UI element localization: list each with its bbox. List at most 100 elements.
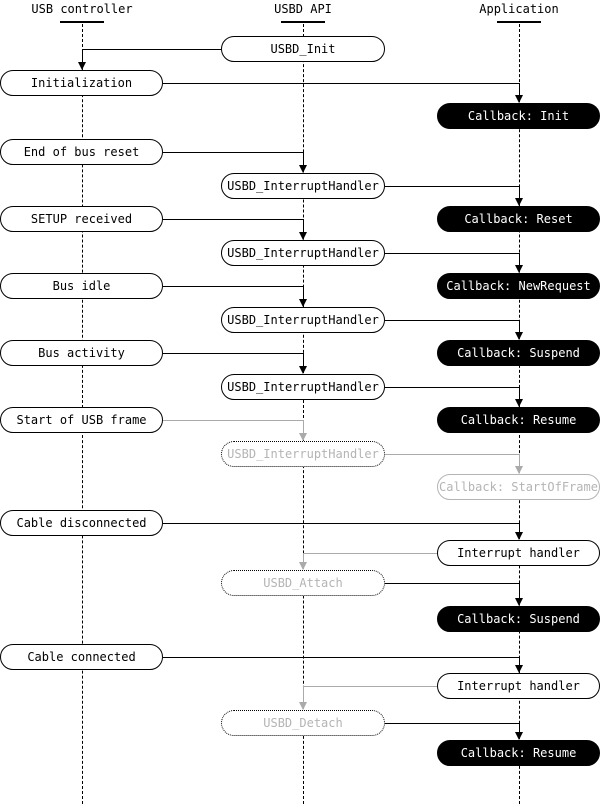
message-arrowhead-m06 xyxy=(515,265,523,273)
message-vertical-m03 xyxy=(303,152,304,172)
message-arrowhead-m13 xyxy=(515,532,523,540)
message-arrowhead-m05 xyxy=(299,232,307,240)
node-usbd-attach[interactable]: USBD_Attach xyxy=(221,570,385,596)
node-irq-handler-3[interactable]: USBD_InterruptHandler xyxy=(221,307,385,333)
node-label: USBD_InterruptHandler xyxy=(227,179,379,193)
message-vertical-m08 xyxy=(519,320,520,339)
node-callback-newrequest[interactable]: Callback: NewRequest xyxy=(437,273,600,299)
actor-label-usb-controller: USB controller xyxy=(31,2,133,16)
message-horizontal-m12 xyxy=(385,454,519,455)
node-irq-handler-2[interactable]: USBD_InterruptHandler xyxy=(221,240,385,266)
message-vertical-m09 xyxy=(303,353,304,373)
node-label: USBD_InterruptHandler xyxy=(227,447,379,461)
message-arrowhead-m18 xyxy=(515,732,523,740)
message-vertical-m13 xyxy=(519,523,520,539)
message-arrowhead-m12 xyxy=(515,466,523,474)
node-label: Interrupt handler xyxy=(457,546,580,560)
message-arrowhead-m16 xyxy=(515,665,523,673)
message-vertical-m07 xyxy=(303,286,304,306)
message-arrowhead-m08 xyxy=(515,332,523,340)
message-horizontal-m13 xyxy=(163,523,519,524)
node-interrupt-handler-1[interactable]: Interrupt handler xyxy=(437,540,600,566)
node-label: Cable connected xyxy=(27,650,136,664)
message-vertical-m14 xyxy=(303,553,304,569)
message-horizontal-m08 xyxy=(385,320,519,321)
node-irq-handler-4[interactable]: USBD_InterruptHandler xyxy=(221,374,385,400)
message-horizontal-m09 xyxy=(163,353,303,354)
node-label: Callback: Suspend xyxy=(457,612,580,626)
node-label: End of bus reset xyxy=(23,145,140,159)
message-arrowhead-m17 xyxy=(299,702,307,710)
message-vertical-m06 xyxy=(519,253,520,272)
node-callback-suspend-1[interactable]: Callback: Suspend xyxy=(437,340,600,366)
node-callback-suspend-2[interactable]: Callback: Suspend xyxy=(437,606,600,632)
actor-bar-application xyxy=(497,21,541,23)
node-cable-connected[interactable]: Cable connected xyxy=(0,644,163,670)
node-irq-handler-5[interactable]: USBD_InterruptHandler xyxy=(221,441,385,467)
node-label: Callback: StartOfFrame xyxy=(439,480,598,494)
lifeline-usbd-api xyxy=(303,24,304,804)
message-arrowhead-m10 xyxy=(515,399,523,407)
node-callback-reset[interactable]: Callback: Reset xyxy=(437,206,600,232)
node-label: Bus activity xyxy=(38,346,125,360)
node-label: SETUP received xyxy=(30,212,133,226)
message-vertical-m02 xyxy=(519,83,520,102)
message-horizontal-m14 xyxy=(303,553,437,554)
node-label: USBD_InterruptHandler xyxy=(227,380,379,394)
node-start-of-usb-frame[interactable]: Start of USB frame xyxy=(0,407,163,433)
node-interrupt-handler-2[interactable]: Interrupt handler xyxy=(437,673,600,699)
message-vertical-m15 xyxy=(519,583,520,605)
message-horizontal-m11 xyxy=(163,420,303,421)
message-arrowhead-m09 xyxy=(299,366,307,374)
message-arrowhead-m14 xyxy=(299,562,307,570)
node-callback-resume-2[interactable]: Callback: Resume xyxy=(437,740,600,766)
node-bus-idle[interactable]: Bus idle xyxy=(0,273,163,299)
message-vertical-m18 xyxy=(519,723,520,739)
message-horizontal-m10 xyxy=(385,387,519,388)
node-setup-received[interactable]: SETUP received xyxy=(0,206,163,232)
message-arrowhead-m01 xyxy=(78,62,86,70)
actor-bar-usb-controller xyxy=(60,21,104,23)
message-vertical-m10 xyxy=(519,387,520,406)
node-cable-disconnected[interactable]: Cable disconnected xyxy=(0,510,163,536)
node-label: Start of USB frame xyxy=(16,413,147,427)
node-label: Callback: Suspend xyxy=(457,346,580,360)
node-irq-handler-1[interactable]: USBD_InterruptHandler xyxy=(221,173,385,199)
message-horizontal-m18 xyxy=(385,723,519,724)
message-arrowhead-m04 xyxy=(515,198,523,206)
node-label: Interrupt handler xyxy=(457,679,580,693)
message-horizontal-m07 xyxy=(163,286,303,287)
message-horizontal-m04 xyxy=(385,186,519,187)
node-initialization[interactable]: Initialization xyxy=(0,70,163,96)
node-label: USBD_Init xyxy=(270,42,336,56)
message-vertical-m17 xyxy=(303,686,304,709)
node-label: USBD_InterruptHandler xyxy=(227,246,379,260)
message-horizontal-m17 xyxy=(303,686,437,687)
node-usbd-detach[interactable]: USBD_Detach xyxy=(221,710,385,736)
message-horizontal-m05 xyxy=(163,219,303,220)
node-label: Callback: Reset xyxy=(464,212,573,226)
node-callback-init[interactable]: Callback: Init xyxy=(437,103,600,129)
message-horizontal-m02 xyxy=(163,83,519,84)
node-label: Callback: Resume xyxy=(460,413,577,427)
message-horizontal-m03 xyxy=(163,152,303,153)
message-vertical-m12 xyxy=(519,454,520,473)
actor-label-application: Application xyxy=(479,2,559,16)
node-usbd-init[interactable]: USBD_Init xyxy=(221,36,385,62)
node-callback-startofframe[interactable]: Callback: StartOfFrame xyxy=(437,474,600,500)
message-horizontal-m01 xyxy=(82,49,221,50)
node-label: Callback: Init xyxy=(467,109,570,123)
node-end-of-bus-reset[interactable]: End of bus reset xyxy=(0,139,163,165)
message-horizontal-m06 xyxy=(385,253,519,254)
message-vertical-m11 xyxy=(303,420,304,440)
node-label: Bus idle xyxy=(52,279,111,293)
message-vertical-m04 xyxy=(519,186,520,205)
node-label: Callback: NewRequest xyxy=(446,279,591,293)
node-callback-resume-1[interactable]: Callback: Resume xyxy=(437,407,600,433)
node-bus-activity[interactable]: Bus activity xyxy=(0,340,163,366)
node-label: USBD_InterruptHandler xyxy=(227,313,379,327)
message-vertical-m16 xyxy=(519,657,520,672)
actor-bar-usbd-api xyxy=(281,21,325,23)
message-arrowhead-m15 xyxy=(515,598,523,606)
